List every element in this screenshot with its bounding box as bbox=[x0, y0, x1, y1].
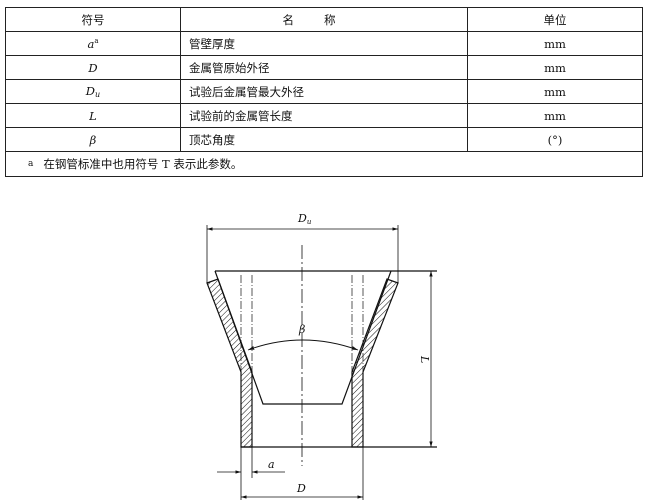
left-tube-wall bbox=[206, 278, 253, 448]
footnote-mark: a bbox=[28, 159, 34, 169]
flaring-test-diagram: Du β L a D bbox=[206, 212, 437, 500]
name-cell: 试验后金属管最大外径 bbox=[180, 79, 468, 104]
symbol-text: a bbox=[87, 36, 95, 51]
symbol-text: β bbox=[89, 132, 97, 147]
table-row: L 试验前的金属管长度 mm bbox=[5, 103, 643, 128]
symbol-text: L bbox=[89, 108, 97, 123]
d-label: D bbox=[296, 482, 306, 495]
beta-label: β bbox=[298, 323, 305, 336]
a-dimension bbox=[217, 447, 285, 500]
a-label: a bbox=[268, 458, 275, 471]
unit-cell: (°) bbox=[467, 127, 643, 152]
header-name: 名称 bbox=[180, 7, 468, 32]
symbol-text: D bbox=[88, 60, 98, 75]
table-row: β 顶芯角度 (°) bbox=[5, 127, 643, 152]
footnote-ref: a bbox=[94, 36, 99, 45]
unit-cell: mm bbox=[467, 103, 643, 128]
symbol-subscript: u bbox=[95, 90, 101, 99]
unit-cell: mm bbox=[467, 55, 643, 80]
du-label: Du bbox=[297, 212, 312, 226]
symbol-text: D bbox=[85, 84, 96, 98]
du-dimension bbox=[206, 225, 399, 283]
d-dimension bbox=[241, 447, 364, 500]
beta-arc bbox=[247, 339, 359, 351]
footnote-row: a 在钢管标准中也用符号 T 表示此参数。 bbox=[5, 151, 643, 177]
table-row: Du 试验后金属管最大外径 mm bbox=[5, 79, 643, 104]
name-cell: 顶芯角度 bbox=[180, 127, 468, 152]
right-tube-wall bbox=[351, 278, 399, 448]
table-row: aa 管壁厚度 mm bbox=[5, 31, 643, 56]
table-header-row: 符号 名称 单位 bbox=[5, 7, 643, 32]
l-label: L bbox=[418, 355, 431, 363]
symbol-cell: Du bbox=[5, 79, 181, 104]
symbol-cell: L bbox=[5, 103, 181, 128]
unit-cell: mm bbox=[467, 31, 643, 56]
symbol-cell: aa bbox=[5, 31, 181, 56]
footnote-text: 在钢管标准中也用符号 T 表示此参数。 bbox=[43, 157, 243, 171]
name-cell: 管壁厚度 bbox=[180, 31, 468, 56]
header-unit: 单位 bbox=[467, 7, 643, 32]
symbols-table: 符号 名称 单位 aa 管壁厚度 mm D 金属管原始外径 mm Du 试验后金… bbox=[5, 7, 643, 177]
footnote-cell: a 在钢管标准中也用符号 T 表示此参数。 bbox=[5, 151, 643, 177]
name-cell: 试验前的金属管长度 bbox=[180, 103, 468, 128]
symbol-cell: β bbox=[5, 127, 181, 152]
name-cell: 金属管原始外径 bbox=[180, 55, 468, 80]
table-row: D 金属管原始外径 mm bbox=[5, 55, 643, 80]
unit-cell: mm bbox=[467, 79, 643, 104]
symbol-cell: D bbox=[5, 55, 181, 80]
header-symbol: 符号 bbox=[5, 7, 181, 32]
